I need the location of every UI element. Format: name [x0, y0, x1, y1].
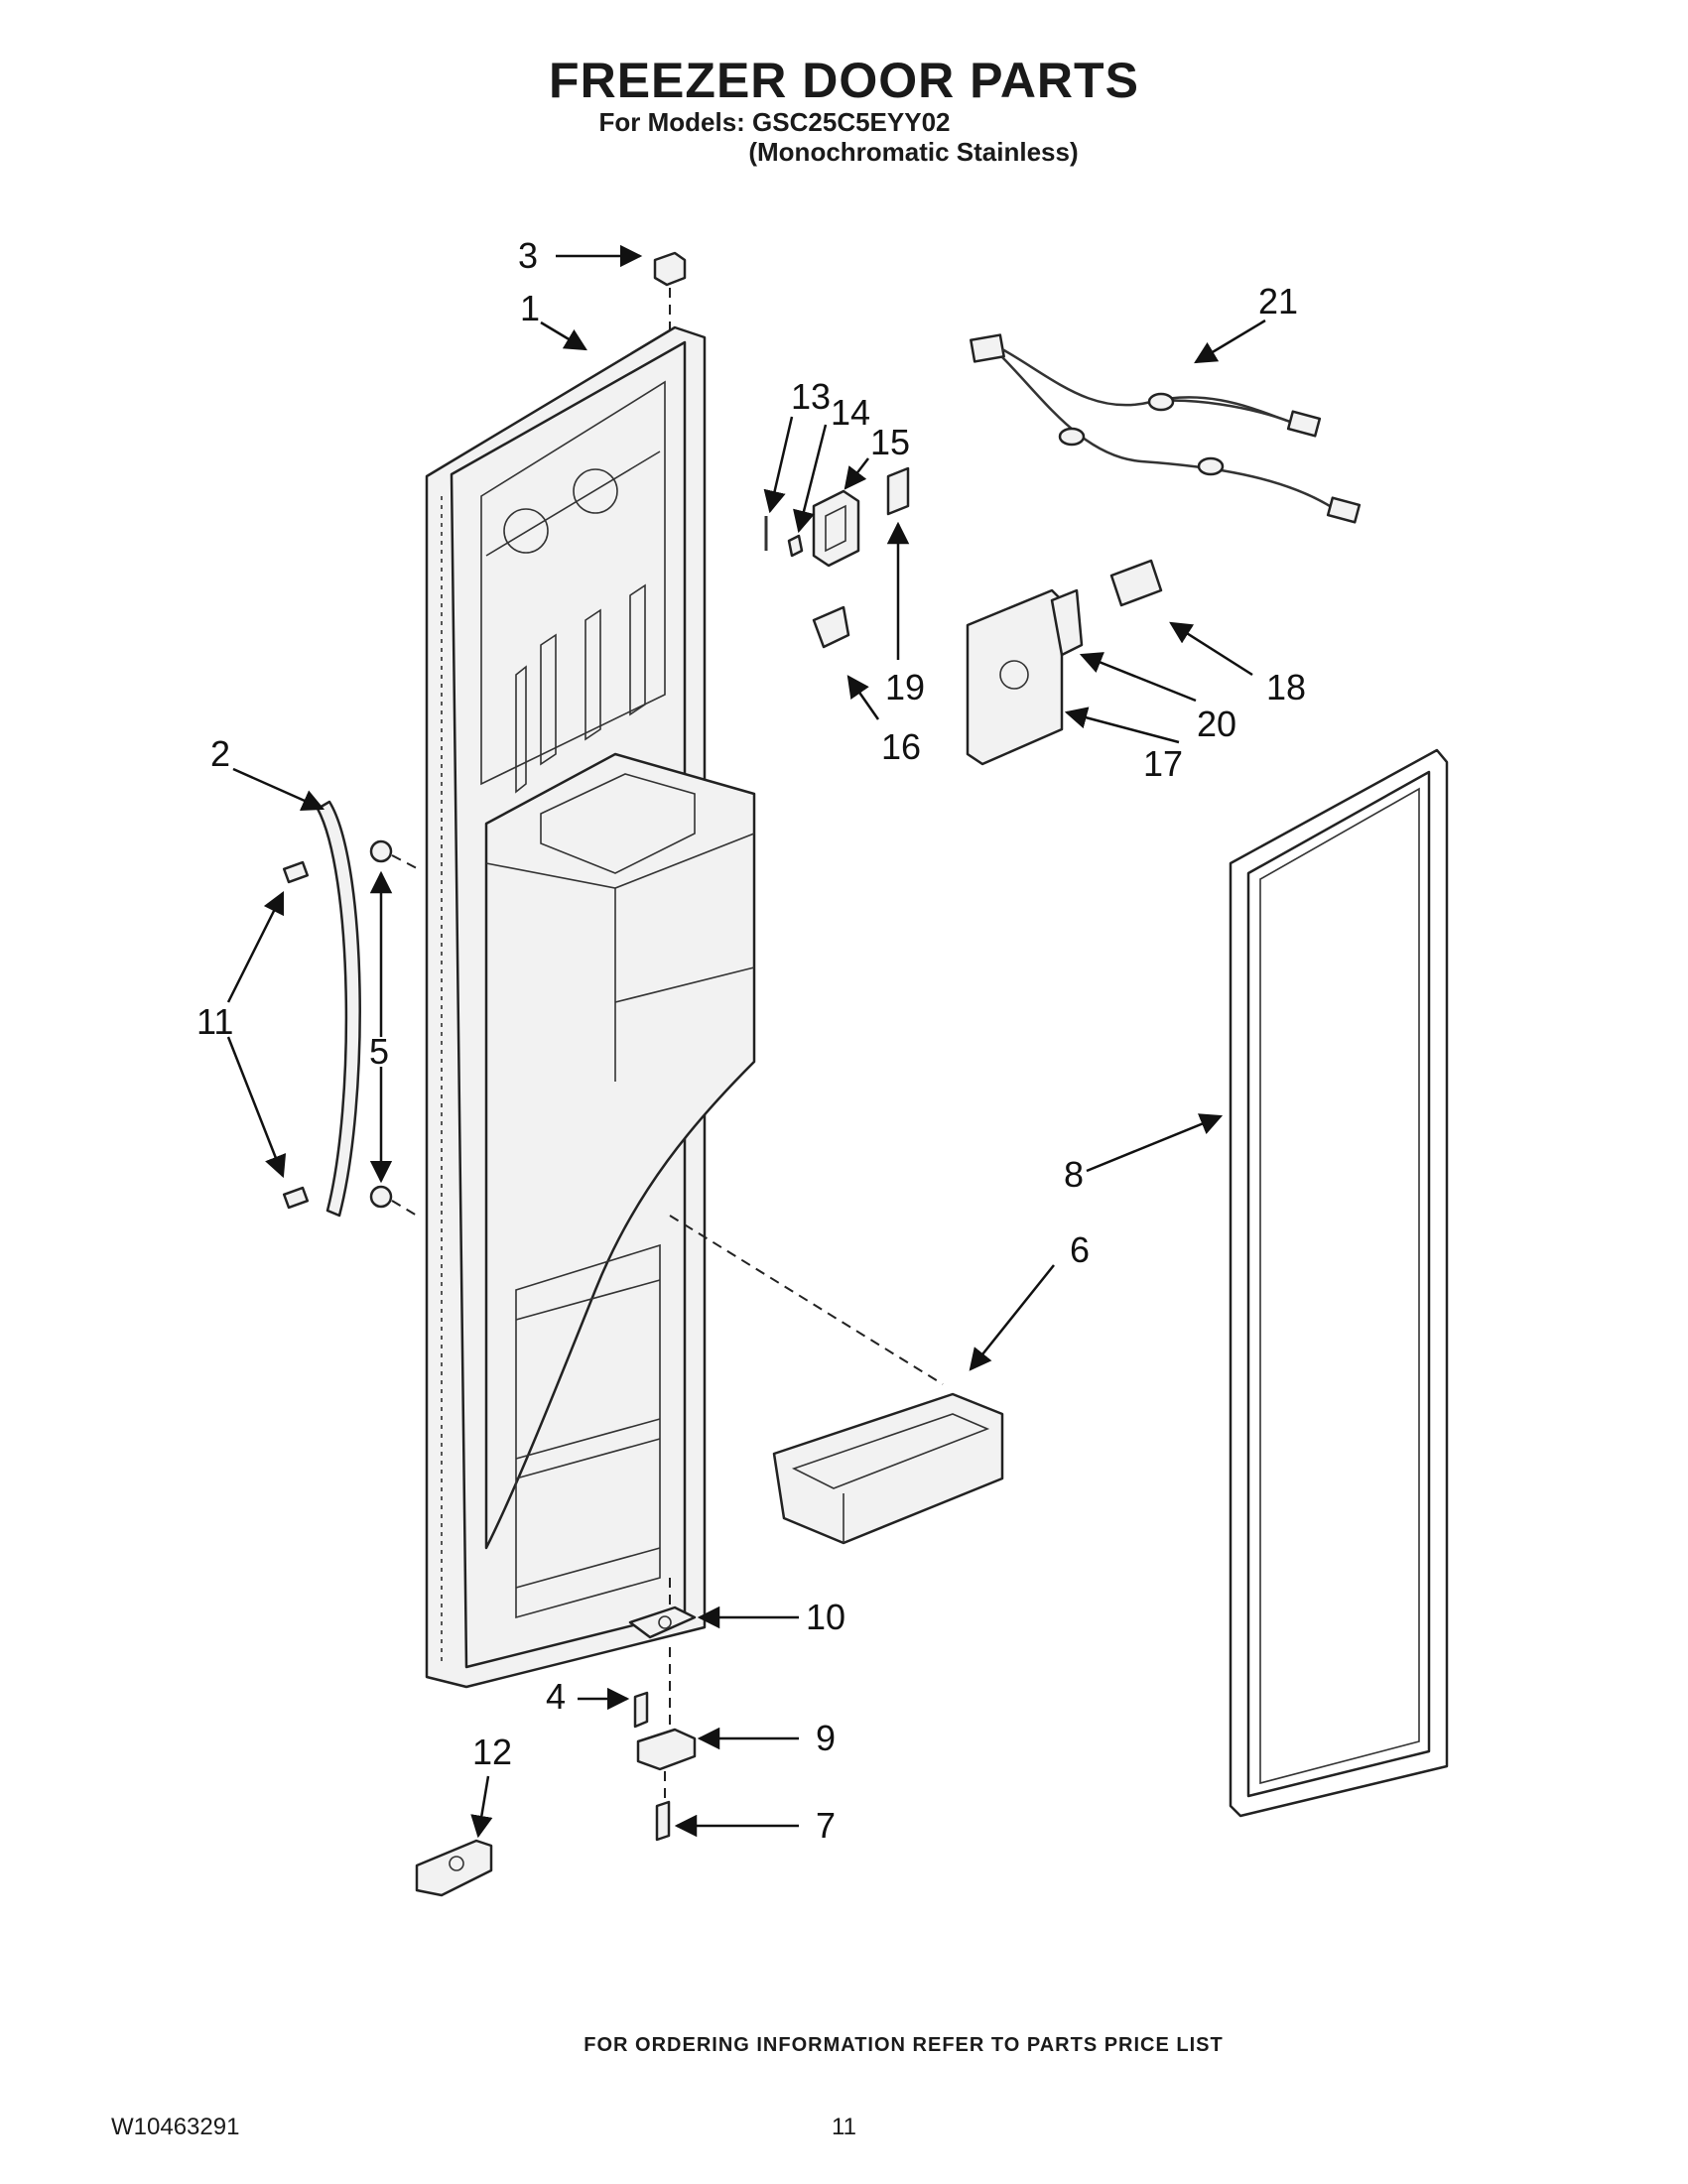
callout-3: 3 [518, 235, 538, 276]
leader-arrows [226, 244, 1266, 1839]
callout-4: 4 [546, 1676, 566, 1717]
callout-10: 10 [806, 1597, 845, 1637]
control-housing-parts [966, 559, 1163, 766]
hinge-bushing-part [653, 251, 687, 337]
bottom-hinge-parts [415, 1578, 697, 1897]
document-id: W10463291 [111, 2114, 240, 2140]
callout-5: 5 [369, 1031, 389, 1072]
models-line: For Models: GSC25C5EYY02 [598, 107, 951, 137]
wire-harness-part [970, 333, 1362, 524]
callout-12: 12 [472, 1732, 512, 1772]
ordering-note: FOR ORDERING INFORMATION REFER TO PARTS … [584, 2034, 1224, 2056]
callout-18: 18 [1266, 667, 1306, 707]
freezer-door-panel [425, 325, 756, 1689]
door-bin-part [669, 1215, 1004, 1545]
callout-labels: 1 2 3 4 5 6 7 8 9 10 11 12 13 14 15 16 1… [196, 235, 1306, 1846]
door-gasket-part [1229, 748, 1449, 1818]
page-title: FREEZER DOOR PARTS [549, 53, 1139, 108]
callout-20: 20 [1197, 704, 1236, 744]
callout-17: 17 [1143, 743, 1183, 784]
callout-13: 13 [791, 376, 831, 417]
callout-7: 7 [816, 1805, 836, 1846]
callout-16: 16 [881, 726, 921, 767]
callout-9: 9 [816, 1718, 836, 1758]
callout-11: 11 [196, 1001, 233, 1042]
callout-6: 6 [1070, 1229, 1090, 1270]
callout-2: 2 [210, 733, 230, 774]
finish-line: (Monochromatic Stainless) [748, 137, 1079, 167]
callout-1: 1 [520, 288, 540, 328]
callout-8: 8 [1064, 1154, 1084, 1195]
callout-14: 14 [831, 392, 870, 433]
door-handle-part [282, 800, 418, 1218]
callout-21: 21 [1258, 281, 1298, 321]
switch-assembly-parts [764, 466, 910, 649]
callout-15: 15 [870, 422, 910, 462]
callout-19: 19 [885, 667, 925, 707]
page-number: 11 [832, 2114, 856, 2140]
